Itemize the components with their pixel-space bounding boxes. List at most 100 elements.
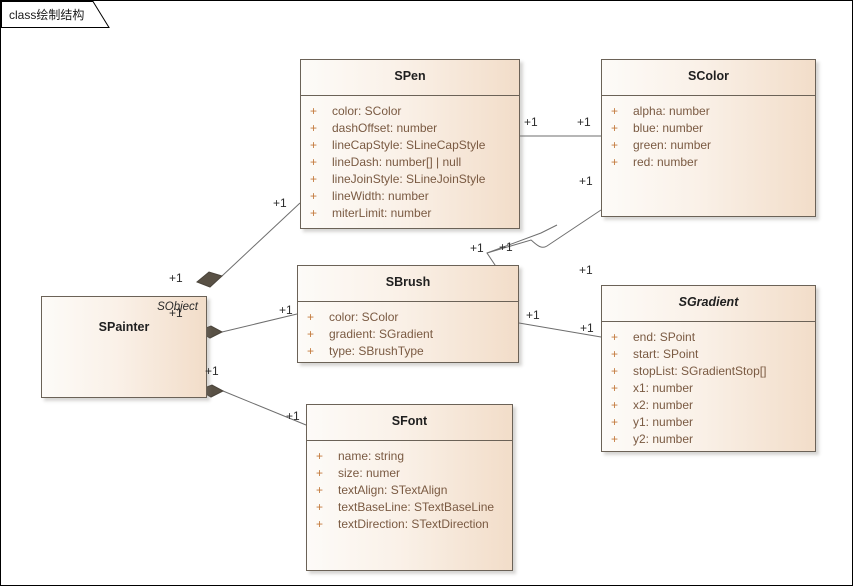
uml-class-title-spen: SPen [394,69,426,83]
multiplicity-sfont-painter: +1 [286,409,300,423]
uml-class-spainter[interactable]: SObject SPainter [41,296,207,398]
attribute-signature: start: SPoint [633,347,699,361]
visibility-marker: + [316,483,324,497]
uml-attribute-row: + color: SColor [301,103,519,120]
uml-attribute-row: + lineWidth: number [301,188,519,205]
uml-attribute-row: + x1: number [602,380,815,397]
uml-attributes-sgradient: + end: SPoint + start: SPoint + stopList… [602,322,815,454]
attribute-signature: blue: number [633,121,704,135]
attribute-signature: dashOffset: number [332,121,438,135]
attribute-signature: lineJoinStyle: SLineJoinStyle [332,172,486,186]
uml-attribute-row: + lineJoinStyle: SLineJoinStyle [301,171,519,188]
visibility-marker: + [316,517,324,531]
uml-attribute-row: + x2: number [602,397,815,414]
multiplicity-scolor-spen: +1 [577,115,591,129]
attribute-signature: stopList: SGradientStop[] [633,364,767,378]
multiplicity-scolor-sbrush: +1 [579,174,593,188]
attribute-signature: x1: number [633,381,694,395]
attribute-signature: gradient: SGradient [329,327,434,341]
visibility-marker: + [611,432,619,446]
attribute-signature: alpha: number [633,104,710,118]
attribute-signature: lineCapStyle: SLineCapStyle [332,138,486,152]
uml-class-sbrush[interactable]: SBrush + color: SColor + gradient: SGrad… [297,265,519,363]
multiplicity-painter-spen: +1 [169,271,183,285]
attribute-signature: green: number [633,138,712,152]
uml-attribute-row: + blue: number [602,120,815,137]
attribute-signature: miterLimit: number [332,206,432,220]
uml-attribute-row: + lineCapStyle: SLineCapStyle [301,137,519,154]
visibility-marker: + [316,449,324,463]
attribute-signature: name: string [338,449,405,463]
uml-attribute-row: + miterLimit: number [301,205,519,222]
diagram-tab-label: class绘制结构 [9,8,85,22]
uml-class-header-sfont: SFont [307,405,512,441]
uml-class-title-scolor: SColor [688,69,729,83]
uml-attribute-row: + red: number [602,154,815,171]
uml-attribute-row: + start: SPoint [602,346,815,363]
visibility-marker: + [307,344,315,358]
visibility-marker: + [611,138,619,152]
visibility-marker: + [316,500,324,514]
uml-attribute-row: + y1: number [602,414,815,431]
uml-attribute-row: + alpha: number [602,103,815,120]
uml-attribute-row: + green: number [602,137,815,154]
visibility-marker: + [611,155,619,169]
multiplicity-spen-painter: +1 [273,196,287,210]
uml-attribute-row: + name: string [307,448,512,465]
attribute-signature: x2: number [633,398,694,412]
visibility-marker: + [316,466,324,480]
attribute-signature: lineWidth: number [332,189,429,203]
attribute-signature: color: SColor [332,104,402,118]
attribute-signature: y2: number [633,432,694,446]
visibility-marker: + [310,189,318,203]
visibility-marker: + [307,327,315,341]
attribute-signature: lineDash: number[] | null [332,155,462,169]
connector-crossing-strand [486,224,558,254]
multiplicity-sbrush-sgradient: +1 [526,308,540,322]
diagram-tab[interactable]: class绘制结构 [1,1,111,28]
connector-painter-spen [196,202,301,288]
attribute-signature: end: SPoint [633,330,696,344]
uml-attribute-row: + gradient: SGradient [298,326,518,343]
uml-attribute-row: + end: SPoint [602,329,815,346]
visibility-marker: + [611,121,619,135]
visibility-marker: + [611,347,619,361]
diagram-tab-shape [1,1,110,28]
uml-attribute-row: + stopList: SGradientStop[] [602,363,815,380]
uml-class-scolor[interactable]: SColor + alpha: number + blue: number + … [601,59,816,217]
multiplicity-sbrush-scolor: +1 [470,241,484,255]
uml-class-header-spainter: SObject SPainter [42,297,206,334]
visibility-marker: + [611,381,619,395]
attribute-signature: y1: number [633,415,694,429]
uml-class-spen[interactable]: SPen + color: SColor + dashOffset: numbe… [300,59,520,229]
attribute-signature: type: SBrushType [329,344,424,358]
uml-attributes-scolor: + alpha: number + blue: number + green: … [602,96,815,177]
visibility-marker: + [310,172,318,186]
uml-class-title-spainter: SPainter [98,320,150,334]
uml-class-title-sfont: SFont [391,414,428,428]
visibility-marker: + [611,104,619,118]
visibility-marker: + [611,330,619,344]
uml-attributes-sfont: + name: string + size: numer + textAlign… [307,441,512,539]
uml-class-sfont[interactable]: SFont + name: string + size: numer + tex… [306,404,513,571]
visibility-marker: + [611,398,619,412]
uml-attribute-row: + color: SColor [298,309,518,326]
uml-attribute-row: + textBaseLine: STextBaseLine [307,499,512,516]
uml-class-sgradient[interactable]: SGradient + end: SPoint + start: SPoint … [601,285,816,452]
uml-class-stereotype-spainter: SObject [157,301,198,313]
uml-class-header-sbrush: SBrush [298,266,518,302]
uml-attribute-row: + size: numer [307,465,512,482]
multiplicity-sbrush-painter: +1 [169,306,183,320]
visibility-marker: + [611,415,619,429]
uml-class-header-spen: SPen [301,60,519,96]
uml-attributes-sbrush: + color: SColor + gradient: SGradient + … [298,302,518,366]
multiplicity-painter-sfont: +1 [205,364,219,378]
attribute-signature: color: SColor [329,310,399,324]
uml-class-title-sbrush: SBrush [385,275,431,289]
attribute-signature: red: number [633,155,698,169]
uml-attribute-row: + lineDash: number[] | null [301,154,519,171]
uml-attribute-row: + y2: number [602,431,815,448]
visibility-marker: + [310,104,318,118]
uml-attribute-row: + textAlign: STextAlign [307,482,512,499]
attribute-signature: textBaseLine: STextBaseLine [338,500,495,514]
